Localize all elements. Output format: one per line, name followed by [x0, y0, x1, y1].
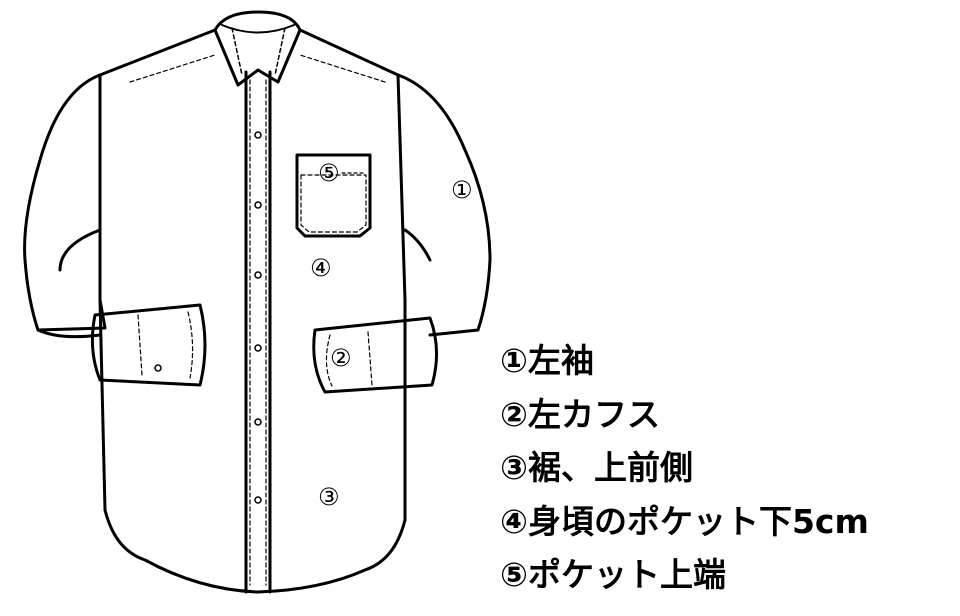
left-sleeve	[396, 73, 492, 337]
left-cuff	[312, 316, 439, 394]
marker-3: ③	[318, 483, 340, 511]
marker-1: ①	[451, 176, 473, 204]
marker-5: ⑤	[318, 159, 340, 187]
legend-item-4: ④身頃のポケット下5cm	[500, 501, 869, 541]
placket	[244, 70, 272, 594]
marker-2: ②	[330, 344, 352, 372]
right-cuff	[90, 303, 207, 387]
legend-item-2: ②左カフス	[500, 394, 660, 434]
legend-item-1: ①左袖	[500, 341, 594, 380]
right-sleeve	[23, 73, 107, 332]
legend-item-3: ③裾、上前側	[500, 448, 693, 487]
shirt-body-outline	[98, 28, 407, 594]
legend: ①左袖 ②左カフス ③裾、上前側 ④身頃のポケット下5cm ⑤ポケット上端	[500, 334, 869, 602]
pocket	[295, 153, 372, 238]
legend-item-5: ⑤ポケット上端	[500, 555, 726, 594]
collar	[213, 10, 302, 87]
marker-4: ④	[310, 254, 332, 282]
